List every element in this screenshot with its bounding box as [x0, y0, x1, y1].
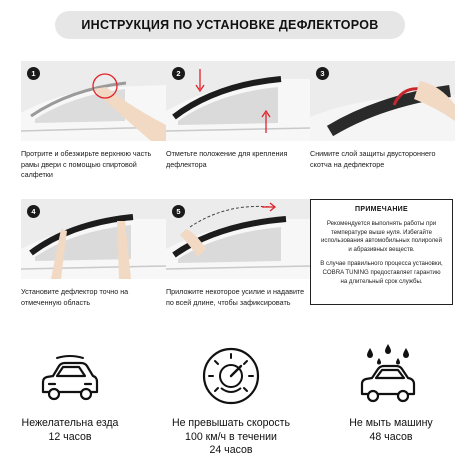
- step-2-photo: 2: [166, 61, 311, 141]
- step-caption: Отметьте положение для крепления дефлект…: [166, 149, 288, 169]
- step-4: 4 Установите дефлектор точно на отмеченн…: [21, 199, 166, 308]
- step-5-photo: 5: [166, 199, 311, 279]
- step-number: 3: [316, 67, 329, 80]
- step-number: 2: [172, 67, 185, 80]
- no-driving-line-1: Нежелательна езда: [21, 417, 119, 429]
- car-door-wipe-illustration: [21, 61, 166, 141]
- no-driving-label: Нежелательна езда 12 часов: [5, 417, 135, 444]
- step-number: 4: [27, 205, 40, 218]
- note-paragraph-1: Рекомендуется выполнять работы при темпе…: [321, 220, 442, 253]
- step-5: 5 Приложите некоторое усилие и надавите …: [166, 199, 311, 308]
- no-wash-line-1: Не мыть машину: [349, 417, 433, 429]
- note-paragraph-2: В случае правильного процесса установки,…: [320, 260, 443, 285]
- speedometer-icon: [202, 347, 260, 405]
- step-3-photo: 3: [310, 61, 455, 141]
- step-1-photo: 1: [21, 61, 166, 141]
- step-number: 5: [172, 205, 185, 218]
- step-number: 1: [27, 67, 40, 80]
- install-deflector-illustration: [21, 199, 166, 279]
- note-box: ПРИМЕЧАНИЕ Рекомендуется выполнять работ…: [310, 199, 453, 305]
- car-icon: [41, 355, 99, 401]
- speed-limit-line-1: Не превышать скорость: [171, 417, 291, 429]
- speed-limit-label: Не превышать скорость 100 км/ч в течении…: [156, 417, 306, 458]
- speed-limit-line-2: 100 км/ч в течении: [185, 430, 277, 443]
- remove-tape-illustration: [310, 61, 455, 141]
- step-3: 3 Снимите слой защиты двустороннего скот…: [310, 61, 455, 170]
- no-driving-line-2: 12 часов: [48, 430, 92, 443]
- step-caption: Снимите слой защиты двустороннего скотча…: [310, 149, 436, 169]
- mark-position-illustration: [166, 61, 311, 141]
- no-wash-label: Не мыть машину 48 часов: [326, 417, 456, 444]
- step-caption: Установите дефлектор точно на отмеченную…: [21, 287, 129, 307]
- no-wash-line-2: 48 часов: [369, 430, 413, 443]
- car-wash-icon: [360, 344, 416, 403]
- step-4-photo: 4: [21, 199, 166, 279]
- step-1: 1 Протрите и обезжирьте верхнюю часть ра…: [21, 61, 166, 181]
- step-caption: Приложите некоторое усилие и надавите по…: [166, 287, 305, 307]
- step-2: 2 Отметьте положение для крепления дефле…: [166, 61, 311, 170]
- press-deflector-illustration: [166, 199, 311, 279]
- note-heading: ПРИМЕЧАНИЕ: [355, 206, 408, 213]
- speed-limit-line-3: 24 часов: [209, 444, 253, 456]
- step-caption: Протрите и обезжирьте верхнюю часть рамы…: [21, 149, 152, 179]
- page-title: ИНСТРУКЦИЯ ПО УСТАНОВКЕ ДЕФЛЕКТОРОВ: [55, 11, 405, 39]
